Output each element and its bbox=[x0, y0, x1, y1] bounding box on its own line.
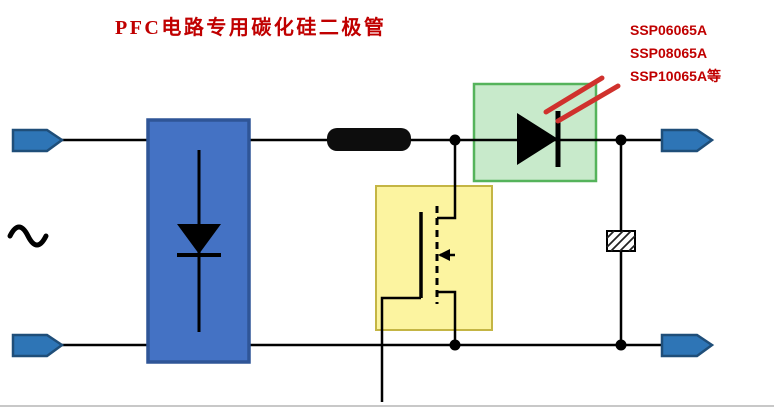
input-terminal-top bbox=[11, 128, 65, 153]
mosfet-highlight-box bbox=[375, 185, 493, 331]
junction-dot bbox=[449, 134, 461, 146]
part-number-3: SSP10065A等 bbox=[630, 68, 721, 84]
ac-source-icon bbox=[7, 224, 49, 248]
mosfet-symbol bbox=[419, 206, 450, 304]
part-number-1: SSP06065A bbox=[630, 22, 707, 38]
wire-mosfet-source bbox=[437, 290, 457, 345]
bridge-diode-triangle-icon bbox=[177, 224, 221, 254]
output-terminal-bottom bbox=[660, 333, 715, 358]
output-terminal-top bbox=[660, 128, 715, 153]
boost-inductor-icon bbox=[327, 128, 411, 151]
junction-dot bbox=[615, 339, 627, 351]
mosfet-body-arrow-icon bbox=[438, 249, 450, 261]
red-arrow-icon bbox=[543, 75, 605, 115]
sic-diode-triangle-icon bbox=[517, 113, 558, 165]
output-capacitor bbox=[606, 230, 636, 252]
bridge-rectifier bbox=[146, 118, 251, 364]
diagram-title: PFC电路专用碳化硅二极管 bbox=[115, 15, 386, 39]
junction-dot bbox=[615, 134, 627, 146]
wire-mosfet-drain bbox=[437, 140, 457, 220]
junction-dot bbox=[449, 339, 461, 351]
input-terminal-bottom bbox=[11, 333, 65, 358]
red-arrow-icon bbox=[555, 83, 621, 124]
part-number-2: SSP08065A bbox=[630, 45, 707, 61]
capacitor-hatch-icon bbox=[606, 230, 636, 252]
wire-mosfet-gate-lead bbox=[380, 296, 421, 402]
highlight-arrows bbox=[543, 75, 621, 124]
terminals bbox=[11, 128, 715, 358]
